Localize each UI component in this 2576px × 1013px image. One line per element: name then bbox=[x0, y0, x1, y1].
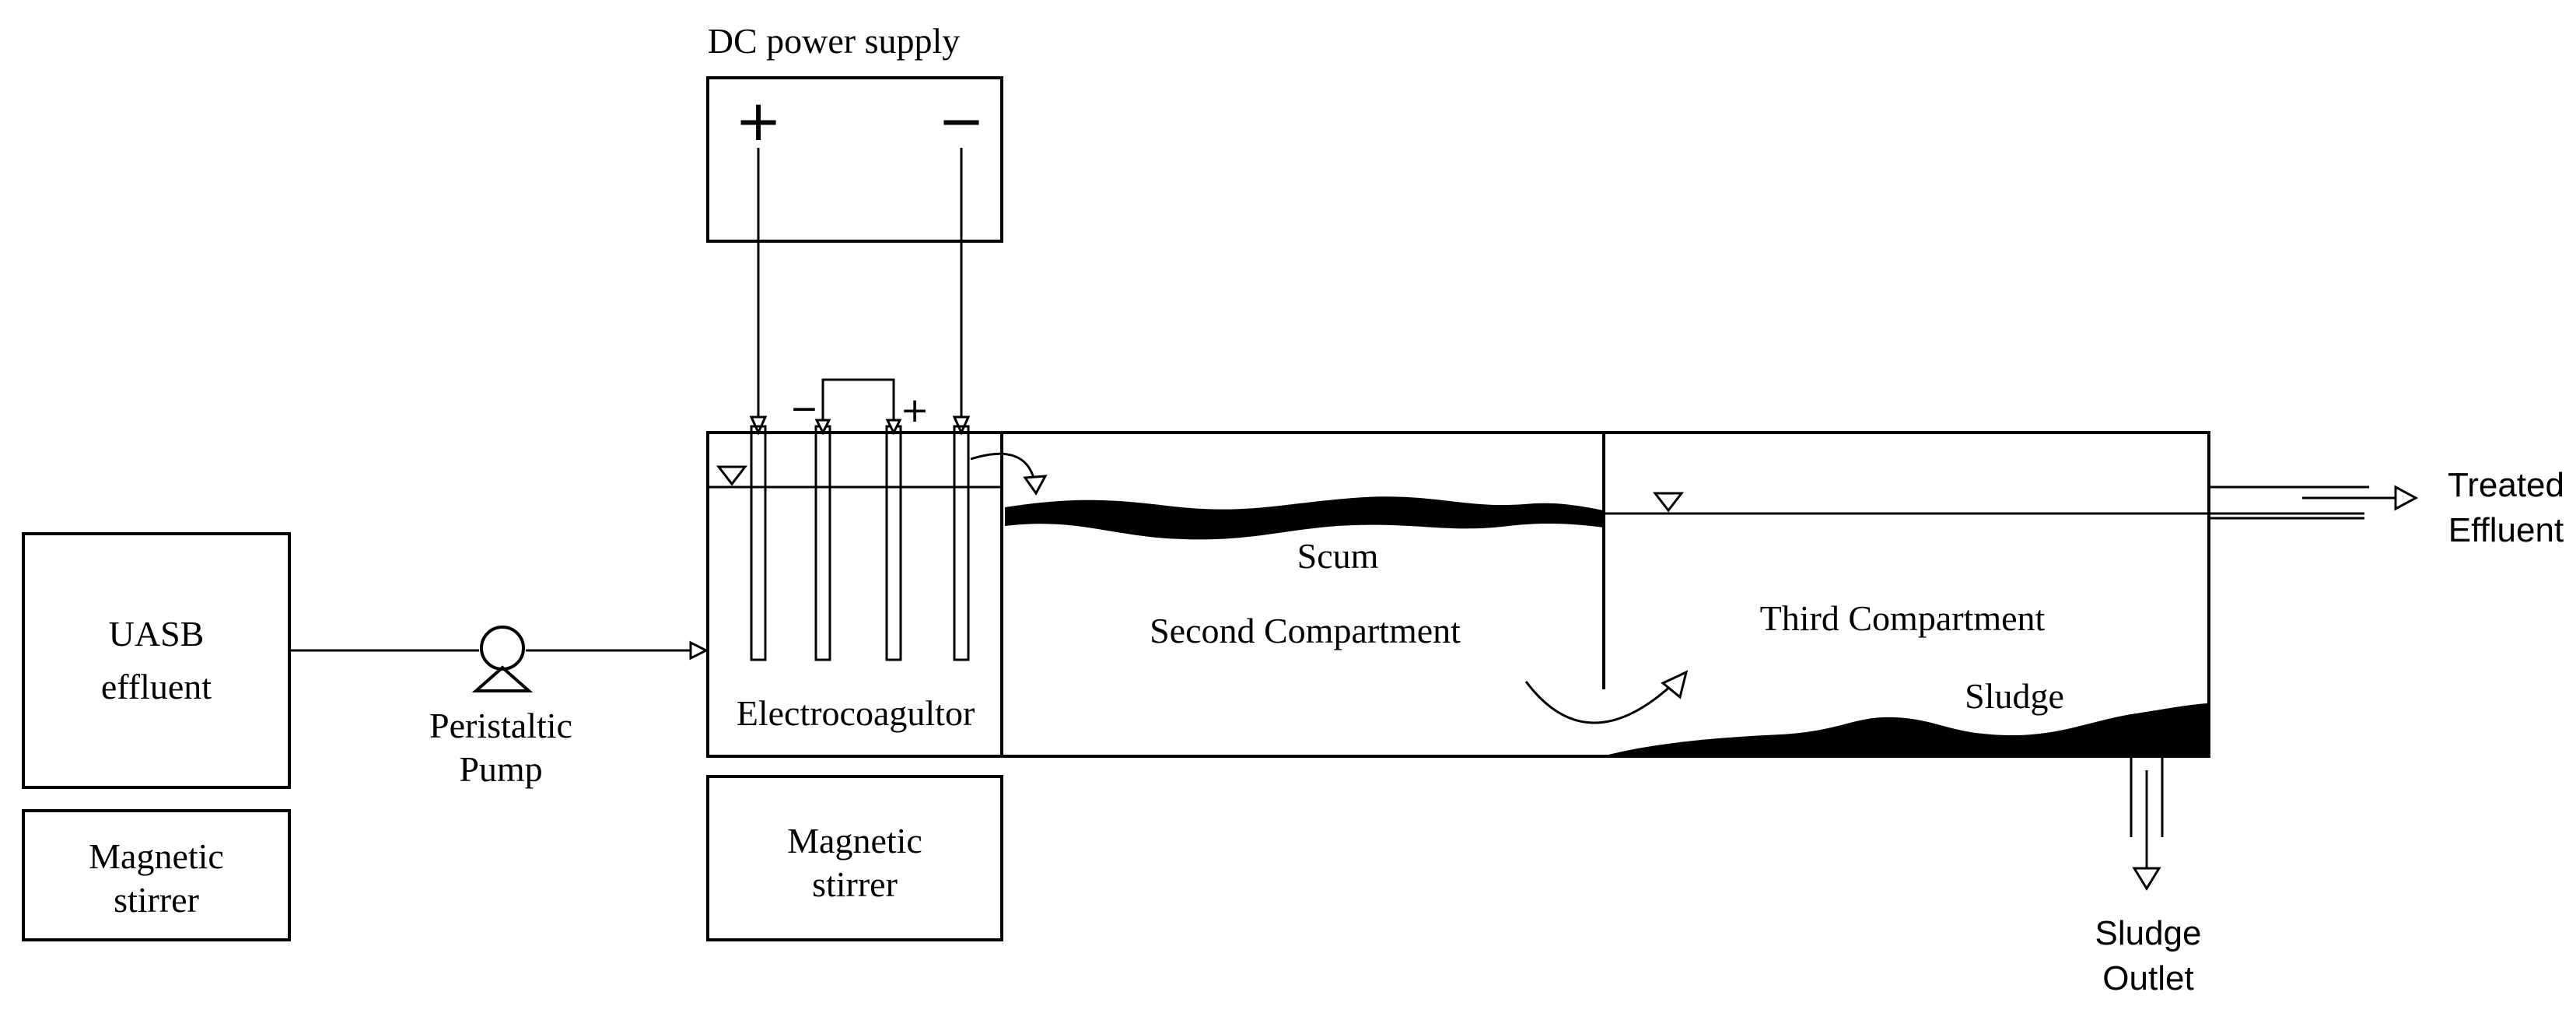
electrode-2 bbox=[814, 425, 831, 661]
magnetic-stirrer-left-line2: stirrer bbox=[114, 880, 199, 920]
electrode-bridge bbox=[821, 378, 895, 426]
settling-tank: Scum Second Compartment Third Compartmen… bbox=[1000, 431, 2364, 758]
treated-effluent-line2: Effluent bbox=[2448, 511, 2564, 549]
third-compartment-label: Third Compartment bbox=[1760, 598, 2046, 638]
overflow-arrowhead bbox=[1023, 475, 1048, 496]
magnetic-stirrer-middle-line2: stirrer bbox=[812, 864, 898, 904]
overflow-arrow bbox=[970, 452, 1036, 482]
negative-terminal-sign: − bbox=[938, 88, 985, 153]
bridge-positive-sign: + bbox=[901, 391, 929, 430]
pump-rotor-icon bbox=[480, 626, 525, 671]
electrode-3 bbox=[885, 425, 902, 661]
feed-arrowhead bbox=[689, 640, 709, 661]
positive-wire-arrowhead bbox=[749, 415, 768, 436]
sludge-label: Sludge bbox=[1965, 676, 2064, 716]
water-level-marker-icon bbox=[716, 465, 748, 486]
uasb-effluent-tank: UASB effluent bbox=[22, 532, 291, 789]
magnetic-stirrer-left: Magnetic stirrer bbox=[22, 809, 291, 941]
treated-effluent-line1: Treated bbox=[2448, 466, 2564, 504]
bridge-arrowhead-left bbox=[814, 419, 831, 436]
scum-label: Scum bbox=[1297, 536, 1379, 576]
bridge-arrowhead-right bbox=[885, 419, 902, 436]
underflow-arrow bbox=[1524, 681, 1674, 724]
power-supply-box bbox=[706, 76, 1003, 243]
magnetic-stirrer-middle-box bbox=[706, 775, 1003, 941]
uasb-label-line2: effluent bbox=[101, 667, 212, 706]
sludge-layer bbox=[1602, 703, 2207, 756]
peristaltic-pump: Peristaltic Pump bbox=[429, 626, 572, 789]
pump-base-icon bbox=[471, 665, 534, 692]
magnetic-stirrer-left-box bbox=[22, 809, 291, 941]
bridge-negative-sign: − bbox=[790, 389, 819, 429]
electrode-1 bbox=[750, 425, 767, 661]
magnetic-stirrer-left-line1: Magnetic bbox=[89, 836, 224, 876]
effluent-arrowhead bbox=[2394, 485, 2419, 511]
positive-terminal-sign: + bbox=[735, 88, 782, 153]
pump-label-line2: Pump bbox=[459, 749, 542, 789]
scum-layer bbox=[1005, 496, 1604, 540]
electrocoagulator-label: Electrocoagultor bbox=[737, 693, 975, 733]
electrode-4 bbox=[953, 425, 970, 661]
power-supply-label: DC power supply bbox=[708, 21, 961, 61]
dc-power-supply: DC power supply + − bbox=[706, 21, 1003, 436]
sludge-outlet-arrowhead bbox=[2132, 867, 2161, 891]
third-water-level-marker-icon bbox=[1652, 492, 1685, 513]
uasb-label-line1: UASB bbox=[109, 614, 205, 654]
uasb-effluent-box bbox=[22, 532, 291, 789]
treated-effluent-outlet: Treated Effluent bbox=[2209, 466, 2564, 549]
magnetic-stirrer-middle-line1: Magnetic bbox=[787, 821, 922, 861]
negative-wire-arrowhead bbox=[952, 415, 971, 436]
sludge-outlet: Sludge Outlet bbox=[2095, 756, 2202, 997]
magnetic-stirrer-middle: Magnetic stirrer bbox=[706, 775, 1003, 941]
sludge-outlet-line1: Sludge bbox=[2095, 914, 2201, 952]
pump-label-line1: Peristaltic bbox=[429, 706, 572, 745]
feed-line bbox=[289, 640, 709, 661]
sludge-outlet-line2: Outlet bbox=[2102, 959, 2193, 997]
underflow-arrowhead bbox=[1661, 670, 1689, 699]
electrocoagulator: − + Electrocoagultor bbox=[706, 378, 1048, 758]
second-compartment-label: Second Compartment bbox=[1150, 611, 1461, 650]
